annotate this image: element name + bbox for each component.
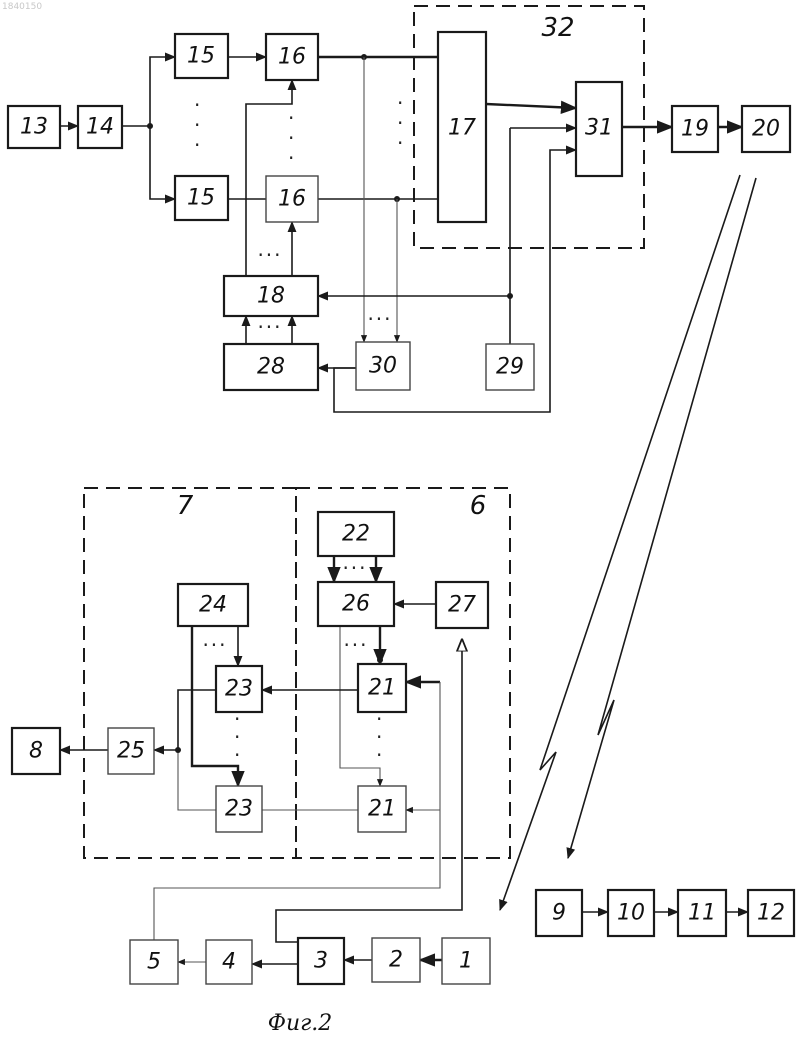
block-23-first: 23 bbox=[216, 666, 262, 712]
block-12: 12 bbox=[748, 890, 794, 936]
block-2-label: 2 bbox=[389, 948, 403, 973]
block-17-label: 17 bbox=[448, 116, 476, 141]
block-13-label: 13 bbox=[20, 115, 48, 140]
ellipsis-15c: · bbox=[194, 133, 200, 157]
block-1-label: 1 bbox=[459, 949, 473, 974]
block-4-label: 4 bbox=[222, 950, 236, 975]
block-11: 11 bbox=[678, 890, 726, 936]
block-18-label: 18 bbox=[257, 284, 285, 309]
block-25-label: 25 bbox=[117, 739, 145, 764]
block-20: 20 bbox=[742, 106, 790, 152]
junction-dot bbox=[377, 657, 383, 663]
wire-to-15a bbox=[150, 57, 175, 126]
block-29-label: 29 bbox=[496, 355, 524, 380]
block-1: 1 bbox=[442, 938, 490, 984]
figure-caption: Фиг.2 bbox=[268, 1011, 333, 1036]
block-15-first-label: 15 bbox=[187, 44, 215, 69]
block-18: 18 bbox=[224, 276, 318, 316]
block-16-last-label: 16 bbox=[278, 187, 306, 212]
block-13: 13 bbox=[8, 106, 60, 148]
ellipsis-24: ··· bbox=[202, 633, 227, 657]
block-31: 31 bbox=[576, 82, 622, 176]
wire-to-15b bbox=[150, 126, 175, 199]
group-32-label: 32 bbox=[541, 13, 574, 43]
ellipsis-23c: · bbox=[234, 743, 240, 767]
block-21-first: 21 bbox=[358, 664, 406, 712]
wire-23a-out bbox=[178, 690, 216, 750]
block-15-first: 15 bbox=[175, 34, 228, 78]
block-5: 5 bbox=[130, 940, 178, 984]
block-26-label: 26 bbox=[342, 592, 370, 617]
block-28-label: 28 bbox=[257, 355, 285, 380]
wire-23b-out bbox=[178, 750, 216, 810]
block-17: 17 bbox=[438, 32, 486, 222]
ellipsis-30: ··· bbox=[367, 307, 392, 331]
group-6-label: 6 bbox=[470, 491, 487, 521]
block-19: 19 bbox=[672, 106, 718, 152]
block-14: 14 bbox=[78, 106, 122, 148]
block-16-first-label: 16 bbox=[278, 45, 306, 70]
group-7-frame bbox=[84, 488, 296, 858]
block-22: 22 bbox=[318, 512, 394, 556]
watermark-text: 1840150 bbox=[2, 2, 42, 12]
block-10: 10 bbox=[608, 890, 654, 936]
block-11-label: 11 bbox=[688, 901, 716, 926]
block-24-label: 24 bbox=[199, 593, 227, 618]
block-2: 2 bbox=[372, 938, 420, 982]
block-21-last-label: 21 bbox=[368, 797, 396, 822]
block-26: 26 bbox=[318, 582, 394, 626]
block-16-first: 16 bbox=[266, 34, 318, 80]
block-4: 4 bbox=[206, 940, 252, 984]
block-5-label: 5 bbox=[147, 950, 161, 975]
block-20-label: 20 bbox=[752, 117, 780, 142]
ellipsis-17c: · bbox=[397, 131, 403, 155]
block-27-label: 27 bbox=[448, 593, 476, 618]
block-28: 28 bbox=[224, 344, 318, 390]
radio-link-left bbox=[500, 175, 740, 910]
block-29: 29 bbox=[486, 344, 534, 390]
block-9: 9 bbox=[536, 890, 582, 936]
block-8-label: 8 bbox=[29, 739, 43, 764]
ellipsis-16c: · bbox=[288, 146, 294, 170]
block-23-last-label: 23 bbox=[225, 797, 253, 822]
block-27: 27 bbox=[436, 582, 488, 628]
block-25: 25 bbox=[108, 728, 154, 774]
block-24: 24 bbox=[178, 584, 248, 626]
group-7-label: 7 bbox=[177, 491, 194, 521]
block-14-label: 14 bbox=[86, 115, 114, 140]
block-10-label: 10 bbox=[617, 901, 645, 926]
block-12-label: 12 bbox=[757, 901, 785, 926]
block-15-last: 15 bbox=[175, 176, 228, 220]
block-19-label: 19 bbox=[681, 117, 709, 142]
block-8: 8 bbox=[12, 728, 60, 774]
block-23-first-label: 23 bbox=[225, 677, 253, 702]
block-30: 30 bbox=[356, 342, 410, 390]
block-23-last: 23 bbox=[216, 786, 262, 832]
block-31-label: 31 bbox=[585, 116, 613, 141]
ellipsis-18-top: ··· bbox=[257, 243, 282, 267]
ellipsis-28: ··· bbox=[257, 315, 282, 339]
ellipsis-21c: · bbox=[376, 743, 382, 767]
block-9-label: 9 bbox=[552, 901, 566, 926]
ellipsis-26: ··· bbox=[343, 633, 368, 657]
block-22-label: 22 bbox=[342, 522, 370, 547]
block-3: 3 bbox=[298, 938, 344, 984]
block-3-label: 3 bbox=[314, 949, 328, 974]
wire-17-31 bbox=[486, 104, 576, 108]
radio-link-right bbox=[568, 178, 756, 858]
block-21-last: 21 bbox=[358, 786, 406, 832]
ellipsis-22: ··· bbox=[342, 556, 367, 580]
block-16-last: 16 bbox=[266, 176, 318, 222]
block-30-label: 30 bbox=[369, 354, 397, 379]
block-15-last-label: 15 bbox=[187, 186, 215, 211]
block-21-first-label: 21 bbox=[368, 676, 396, 701]
